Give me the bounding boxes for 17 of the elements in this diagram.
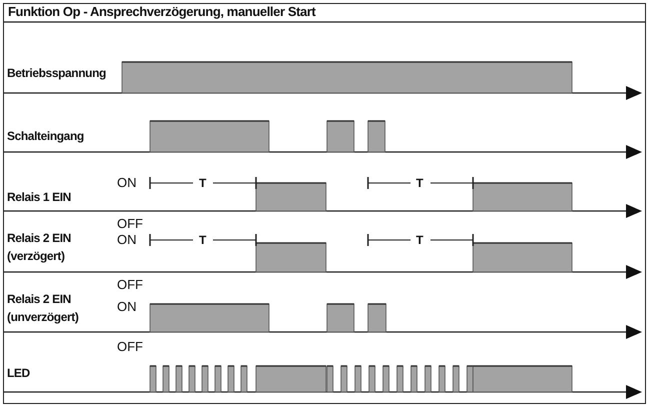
signal-name: Betriebsspannung — [7, 66, 106, 80]
state-label: ON — [117, 300, 136, 314]
state-label: OFF — [117, 340, 143, 354]
state-label: OFF — [117, 278, 143, 292]
interval-label: T — [199, 233, 206, 247]
state-label: OFF — [117, 217, 143, 231]
state-label: ON — [117, 233, 136, 247]
signal-name: LED — [7, 366, 30, 380]
signal-name: Schalteingang — [7, 129, 84, 143]
interval-label: T — [199, 176, 206, 190]
interval-label: T — [416, 233, 423, 247]
diagram-title: Funktion Op - Ansprechverzögerung, manueller Start — [8, 5, 316, 19]
signal-name: Relais 2 EIN (unverzögert) — [7, 291, 80, 326]
signal-name: Relais 2 EIN (verzögert) — [7, 230, 72, 265]
state-label: ON — [117, 176, 136, 190]
signal-name: Relais 1 EIN — [7, 190, 71, 204]
interval-label: T — [416, 176, 423, 190]
